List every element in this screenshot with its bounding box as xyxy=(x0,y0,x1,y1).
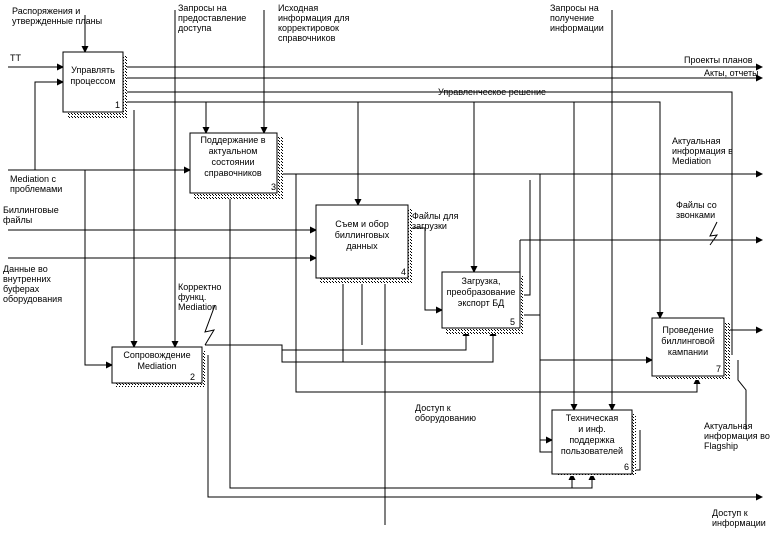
box-2-line-1: Сопровождение xyxy=(123,350,190,360)
label-plan-projects: Проекты планов xyxy=(684,55,753,65)
box-7-line-3: кампании xyxy=(668,347,708,357)
box-3-line-1: Поддержание в xyxy=(200,135,265,145)
box-7-line-2: биллинговой xyxy=(661,336,715,346)
box-3-line-4: справочников xyxy=(204,168,262,178)
box-7-line-1: Проведение xyxy=(662,325,713,335)
box-4-line-2: биллинговых xyxy=(335,230,390,240)
box-1-line-2: процессом xyxy=(70,76,115,86)
box-6-line-1: Техническая xyxy=(566,413,619,423)
label-tt: ТТ xyxy=(10,53,21,63)
box-1-line-1: Управлять xyxy=(71,65,115,75)
box-6-number: 6 xyxy=(624,462,629,472)
arrows xyxy=(8,10,763,525)
box-3-number: 3 xyxy=(271,182,276,192)
box-1-number: 1 xyxy=(115,100,120,110)
box-2-number: 2 xyxy=(190,372,195,382)
box-2-line-2: Mediation xyxy=(137,361,176,371)
box-5-line-2: преобразование xyxy=(447,287,516,297)
box-5-line-1: Загрузка, xyxy=(462,276,501,286)
box-6-line-4: пользователей xyxy=(561,446,623,456)
label-acts-reports: Акты, отчеты xyxy=(704,68,759,78)
box-4-line-1: Съем и обор xyxy=(335,219,389,229)
box-6-line-2: и инф. xyxy=(578,424,605,434)
box-4-number: 4 xyxy=(401,267,406,277)
box-7-number: 7 xyxy=(716,364,721,374)
box-3-line-2: актуальном xyxy=(209,146,258,156)
box-6-line-3: поддержка xyxy=(569,435,614,445)
box-5-number: 5 xyxy=(510,317,515,327)
box-4-line-3: данных xyxy=(346,241,378,251)
box-5-line-3: экспорт БД xyxy=(458,298,504,308)
box-3-line-3: состоянии xyxy=(211,157,254,167)
label-mgmt-decision: Управленческое решение xyxy=(438,87,546,97)
